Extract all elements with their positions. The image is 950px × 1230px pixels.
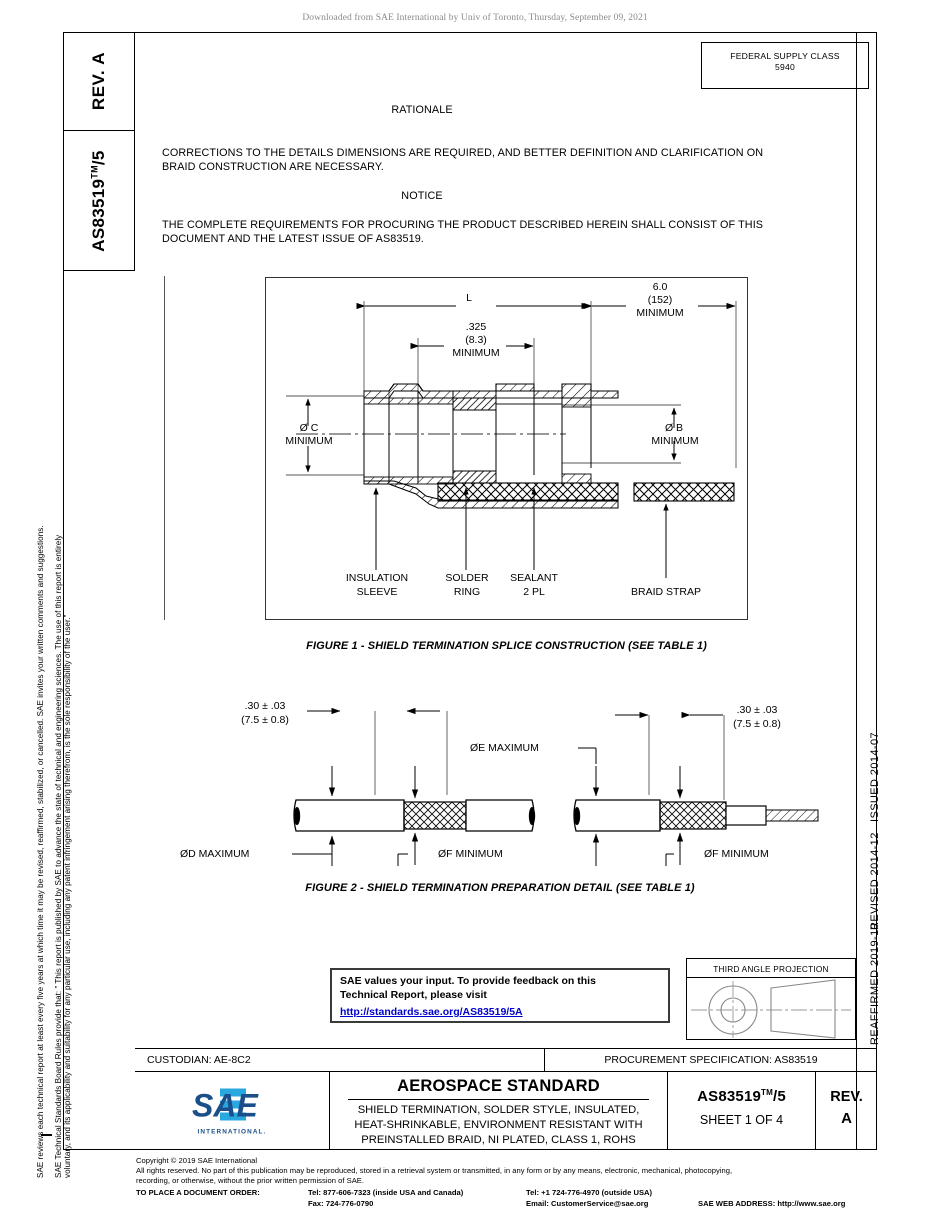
standard-name: AEROSPACE STANDARD — [348, 1077, 649, 1100]
sae-logo-icon: SAE — [192, 1088, 259, 1124]
fig1-callout-sleeve: SLEEVE — [356, 586, 398, 598]
fig1-dia-c: Ø C — [299, 422, 319, 434]
part-number-box: AS83519TM/5 — [63, 131, 135, 271]
fig1-callout-sealant: SEALANT — [510, 572, 558, 584]
legal-text-line3: SAE reviews each technical report at lea… — [36, 525, 45, 1178]
standard-description-line1: SHIELD TERMINATION, SOLDER STYLE, INSULA… — [357, 1104, 640, 1116]
fig1-callout-ring: RING — [453, 586, 481, 598]
fig1-dia-b: Ø B — [664, 422, 684, 434]
feedback-line2: Technical Report, please visit — [340, 988, 487, 1001]
order-row-1: TO PLACE A DOCUMENT ORDER: Tel: 877-606-… — [136, 1188, 881, 1199]
order-email: Email: CustomerService@sae.org — [526, 1198, 649, 1208]
fsc-title: FEDERAL SUPPLY CLASS — [730, 51, 840, 61]
date-revised: REVISED 2014-12 — [869, 832, 881, 930]
fig2-dia-f-left: ØF MINIMUM — [438, 848, 503, 860]
fig1-dim-6-0-minimum: MINIMUM — [636, 307, 684, 319]
third-angle-projection-box: THIRD ANGLE PROJECTION — [686, 958, 856, 1040]
federal-supply-class-box: FEDERAL SUPPLY CLASS 5940 — [701, 42, 869, 89]
revision-label: REV. — [830, 1089, 863, 1105]
fig2-dim-left-line1: .30 ± .03 — [244, 700, 286, 712]
rights-line2: recording, or otherwise, without the pri… — [136, 1176, 365, 1186]
standard-description: SHIELD TERMINATION, SOLDER STYLE, INSULA… — [336, 1103, 661, 1148]
notice-heading: NOTICE — [401, 190, 443, 202]
fig1-dim-8-3: (8.3) — [465, 334, 487, 346]
notice-text-line1: THE COMPLETE REQUIREMENTS FOR PROCURING … — [162, 219, 764, 231]
rationale-text-line1: CORRECTIONS TO THE DETAILS DIMENSIONS AR… — [162, 147, 764, 159]
fig2-dim-right-line1: .30 ± .03 — [736, 704, 778, 716]
custodian-row: CUSTODIAN: AE-8C2 PROCUREMENT SPECIFICAT… — [135, 1048, 877, 1072]
date-reaffirmed: REAFFIRMED 2019-10 — [869, 922, 881, 1045]
rationale-text-line2: BRAID CONSTRUCTION ARE NECESSARY. — [162, 161, 384, 173]
fig1-callout-insulation: INSULATION — [345, 572, 409, 584]
sae-logo-subtitle: INTERNATIONAL. — [197, 1128, 267, 1136]
rev-box: REV. A — [63, 32, 135, 131]
fig1-dia-c-minimum: MINIMUM — [285, 435, 333, 447]
copyright-line: Copyright © 2019 SAE International — [136, 1156, 258, 1165]
fsc-value: 5940 — [775, 62, 795, 72]
fig1-callout-solder: SOLDER — [445, 572, 489, 584]
order-tel-outside: Tel: +1 724-776-4970 (outside USA) — [526, 1187, 653, 1197]
change-tick-mark — [41, 1134, 52, 1136]
figure-1-caption: FIGURE 1 - SHIELD TERMINATION SPLICE CON… — [306, 640, 707, 652]
order-web: SAE WEB ADDRESS: http://www.sae.org — [698, 1198, 846, 1208]
standard-title-cell: AEROSPACE STANDARD SHIELD TERMINATION, S… — [330, 1072, 668, 1150]
fig1-dim-152: (152) — [647, 294, 673, 306]
fig2-dim-right-line2: (7.5 ± 0.8) — [733, 718, 781, 730]
legal-text-line2: voluntary, and its applicability and sui… — [63, 614, 72, 1178]
fig1-dia-b-minimum: MINIMUM — [651, 435, 699, 447]
rationale-heading: RATIONALE — [391, 104, 453, 116]
frame-inner-right-rule — [856, 32, 858, 1150]
third-angle-projection-symbol-icon — [691, 979, 851, 1039]
fig1-dim-L: L — [466, 292, 472, 304]
standard-description-line2: HEAT-SHRINKABLE, ENVIRONMENT RESISTANT W… — [354, 1119, 643, 1131]
feedback-box: SAE values your input. To provide feedba… — [330, 968, 670, 1023]
document-number-cell: AS83519TM/5 SHEET 1 OF 4 — [668, 1072, 816, 1150]
revision-value: A — [841, 1110, 852, 1127]
drawing-frame — [63, 32, 877, 1150]
figure-1-drawing: L 6.0 (152) MINIMUM .325 (8.3) MINIMUM Ø… — [265, 277, 748, 620]
figure-1-svg — [286, 301, 737, 578]
custodian-label: CUSTODIAN: AE-8C2 — [135, 1049, 545, 1071]
rights-line1: All rights reserved. No part of this pub… — [136, 1166, 733, 1176]
rev-box-text: REV. A — [88, 51, 108, 111]
fig1-callout-2pl: 2 PL — [523, 586, 545, 598]
order-label: TO PLACE A DOCUMENT ORDER: — [136, 1187, 260, 1197]
copyright-footer: Copyright © 2019 SAE International All r… — [136, 1156, 881, 1210]
revision-cell: REV. A — [816, 1072, 877, 1150]
date-issued: ISSUED 2014-07 — [869, 732, 881, 822]
order-tel-inside: Tel: 877-606-7323 (inside USA and Canada… — [308, 1187, 464, 1197]
sae-logo-cell: SAE INTERNATIONAL. — [135, 1072, 330, 1150]
figure-2-drawing: .30 ± .03 (7.5 ± 0.8) .30 ± .03 (7.5 ± 0… — [180, 690, 820, 870]
title-block: SAE INTERNATIONAL. AEROSPACE STANDARD SH… — [135, 1072, 877, 1150]
fig1-callout-braid-strap: BRAID STRAP — [630, 586, 701, 598]
order-fax: Fax: 724-776-0790 — [308, 1198, 374, 1208]
sae-logo: SAE INTERNATIONAL. — [190, 1087, 274, 1136]
standard-description-line3: PREINSTALLED BRAID, NI PLATED, CLASS 1, … — [361, 1134, 636, 1146]
sheet-number: SHEET 1 OF 4 — [699, 1113, 784, 1127]
order-row-2: Fax: 724-776-0790 Email: CustomerService… — [136, 1199, 881, 1210]
figure-2-caption: FIGURE 2 - SHIELD TERMINATION PREPARATIO… — [305, 882, 695, 894]
svg-text:SAE: SAE — [192, 1088, 259, 1123]
feedback-link[interactable]: http://standards.sae.org/AS83519/5A — [340, 1006, 523, 1018]
document-number: AS83519TM/5 — [697, 1088, 786, 1105]
procurement-spec-label: PROCUREMENT SPECIFICATION: AS83519 — [604, 1054, 818, 1066]
fig1-dim-325-minimum: MINIMUM — [452, 347, 500, 359]
fig2-dia-f-right: ØF MINIMUM — [704, 848, 769, 860]
feedback-line1: SAE values your input. To provide feedba… — [340, 975, 596, 987]
fig2-dia-e: ØE MAXIMUM — [470, 742, 539, 754]
part-number-text: AS83519TM/5 — [88, 149, 108, 252]
third-angle-projection-title: THIRD ANGLE PROJECTION — [687, 959, 855, 978]
fig2-dim-left-line2: (7.5 ± 0.8) — [241, 714, 289, 726]
fig1-dim-325: .325 — [465, 321, 487, 333]
figure-2-svg — [292, 707, 819, 866]
fig2-dia-d: ØD MAXIMUM — [180, 848, 250, 860]
notice-text-line2: DOCUMENT AND THE LATEST ISSUE OF AS83519… — [162, 233, 424, 245]
revision-change-bar — [164, 276, 166, 620]
fig1-dim-6-0: 6.0 — [652, 281, 668, 293]
download-banner: Downloaded from SAE International by Uni… — [302, 13, 648, 23]
